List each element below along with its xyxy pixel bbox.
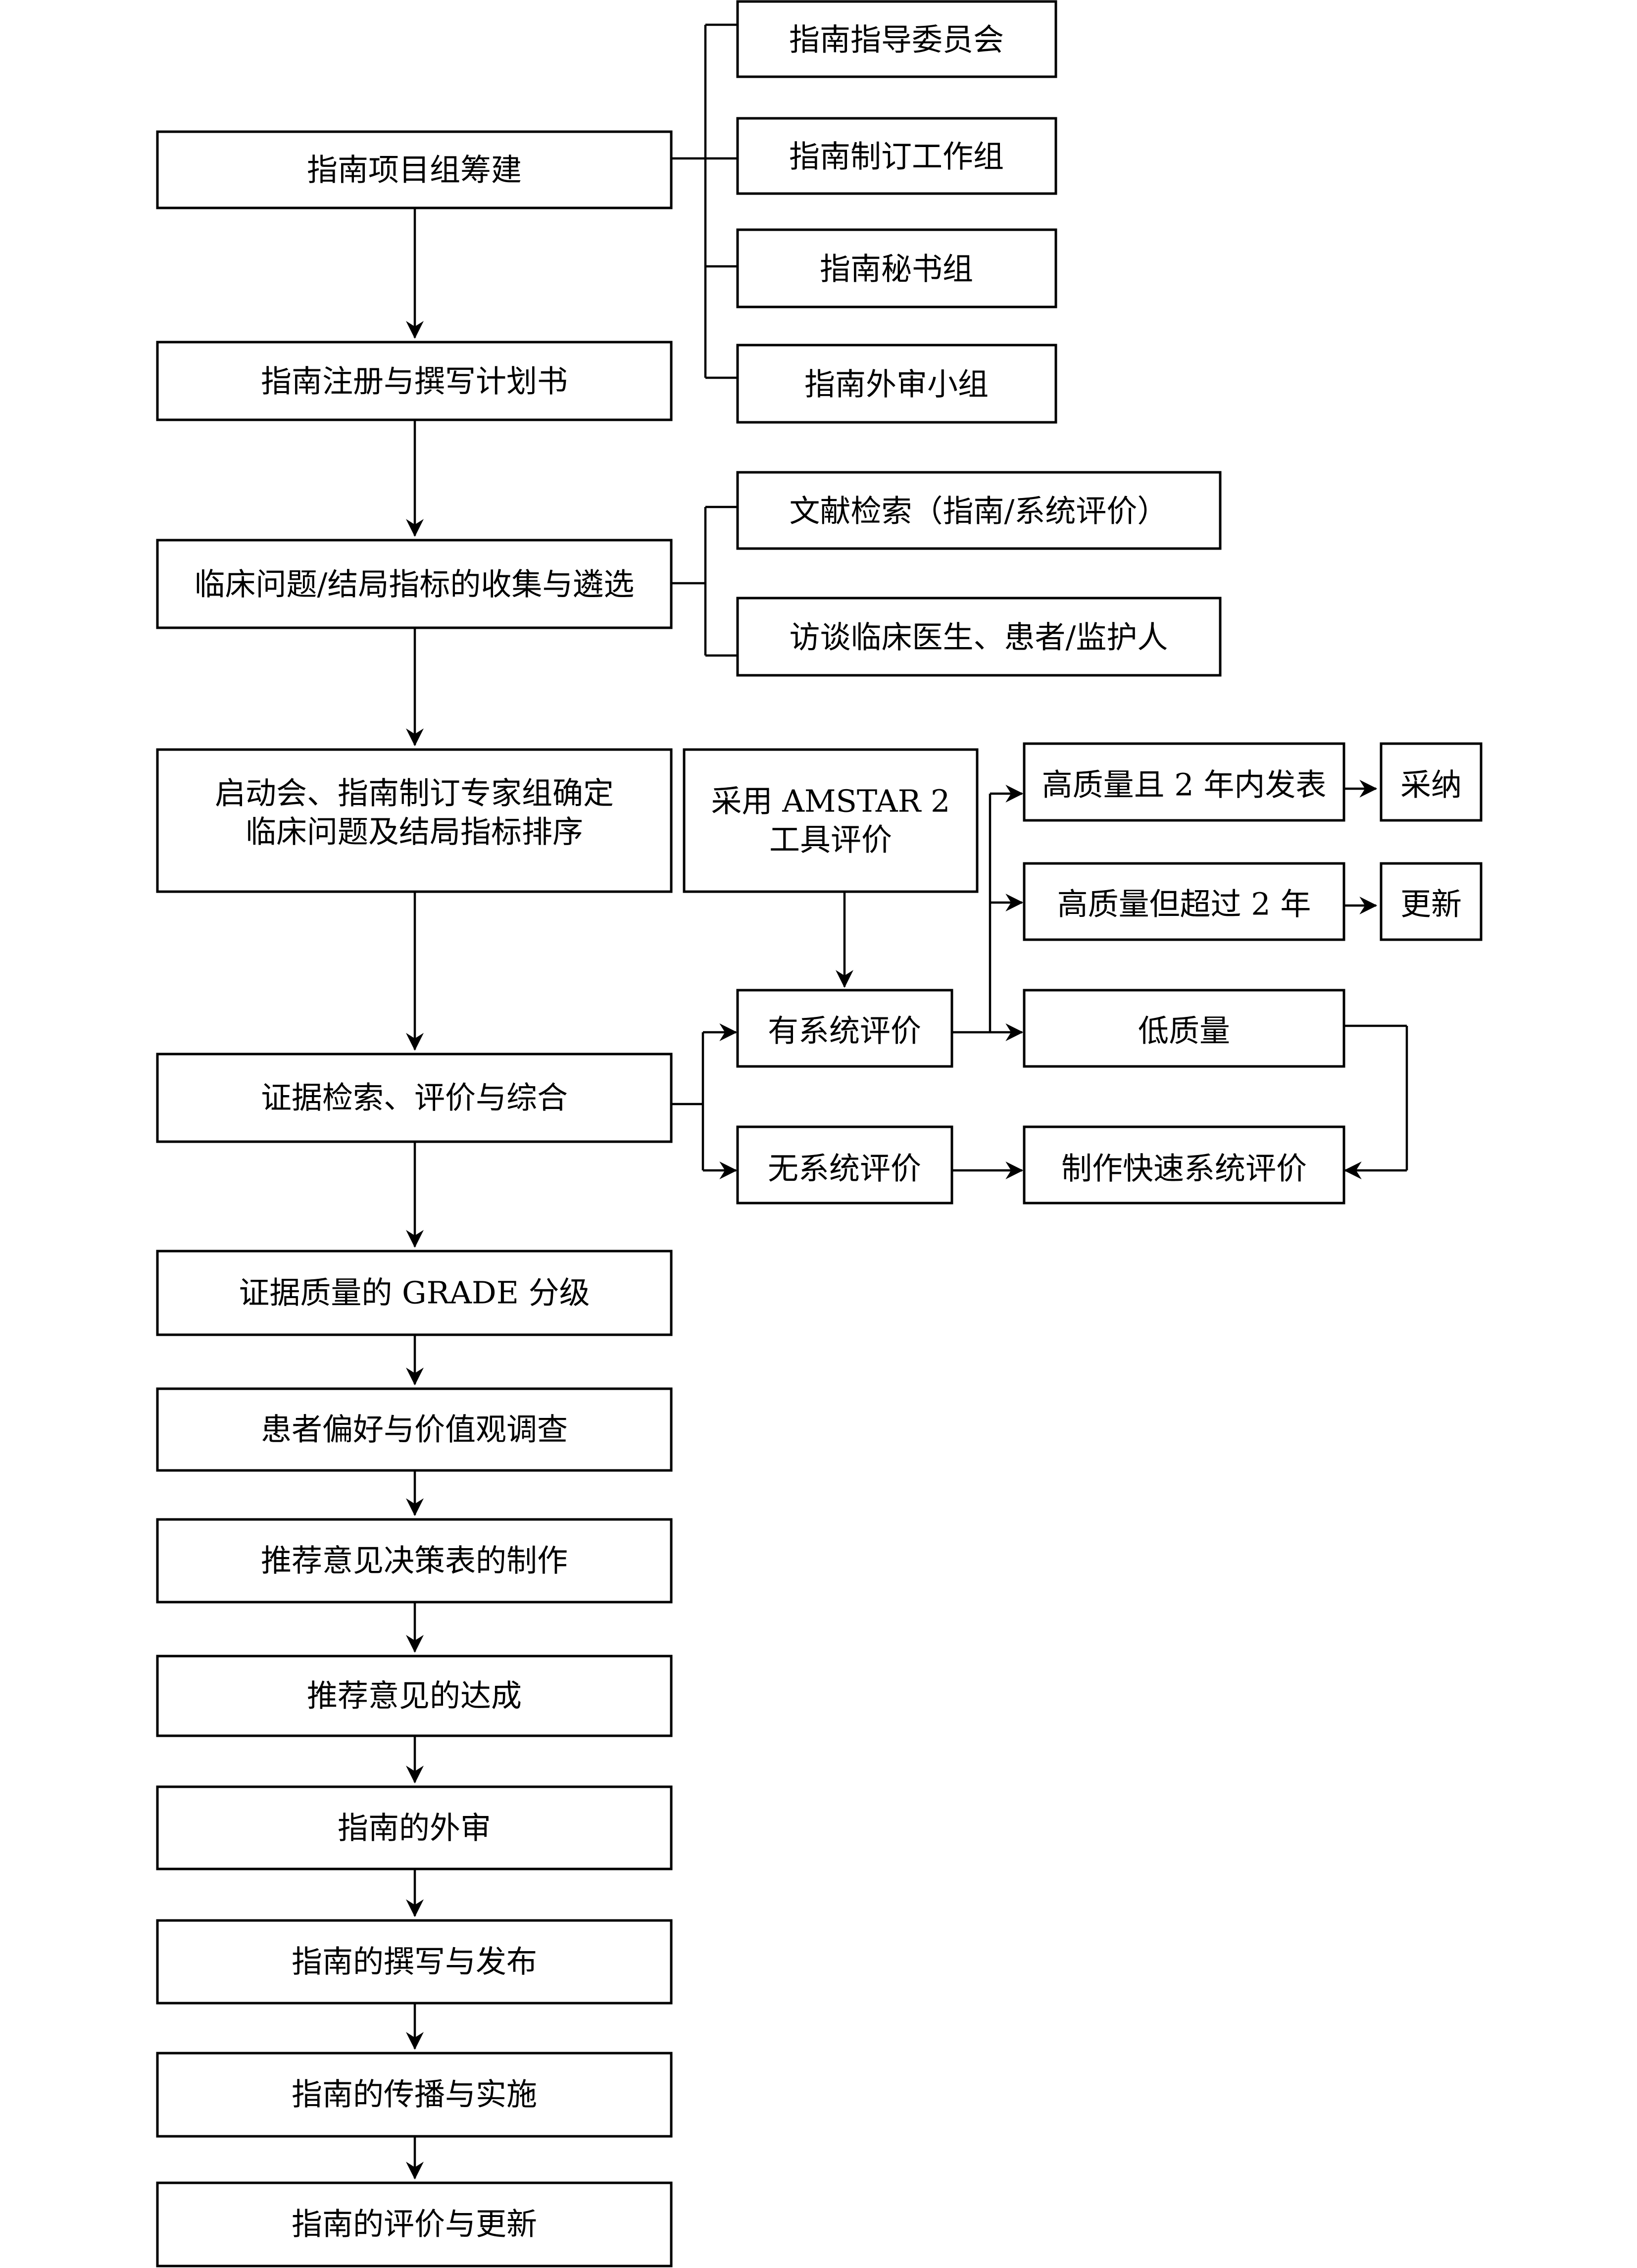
box-has-sr-label: 有系统评价	[768, 1013, 921, 1049]
box-high-recent: 高质量且 2 年内发表	[1023, 742, 1345, 822]
low-to-rapid-connector	[1343, 1024, 1408, 1179]
box-has-sr: 有系统评价	[736, 989, 953, 1068]
box-update: 更新	[1380, 862, 1483, 941]
source-literature: 文献检索（指南/系统评价）	[736, 471, 1222, 550]
evidence-split-bracket	[671, 1023, 738, 1179]
box-no-sr-label: 无系统评价	[768, 1151, 921, 1187]
step-evaluation: 指南的评价与更新	[156, 2181, 673, 2268]
member-external-label: 指南外审小组	[804, 366, 989, 403]
step-evidence-label: 证据检索、评价与综合	[261, 1080, 568, 1116]
step-form-group-label: 指南项目组筹建	[307, 152, 522, 188]
member-steering-label: 指南指导委员会	[789, 22, 1004, 58]
source-interview-label: 访谈临床医生、患者/监护人	[790, 619, 1168, 655]
box-high-old-label: 高质量但超过 2 年	[1057, 886, 1311, 922]
box-adopt-label: 采纳	[1400, 767, 1462, 803]
step-register-plan: 指南注册与撰写计划书	[156, 341, 673, 421]
box-rapid-sr-label: 制作快速系统评价	[1061, 1151, 1307, 1187]
step-kickoff: 启动会、指南制订专家组确定 临床问题及结局指标排序	[156, 748, 673, 893]
step-external-review-label: 指南的外审	[338, 1810, 491, 1846]
step-collect-questions: 临床问题/结局指标的收集与遴选	[156, 539, 673, 629]
member-steering: 指南指导委员会	[736, 0, 1057, 78]
box-amstar-label-line2: 工具评价	[769, 822, 892, 858]
box-no-sr: 无系统评价	[736, 1125, 953, 1205]
step-collect-questions-label: 临床问题/结局指标的收集与遴选	[195, 566, 635, 603]
box-low-label: 低质量	[1138, 1013, 1230, 1049]
box-high-recent-label: 高质量且 2 年内发表	[1042, 767, 1327, 803]
member-secretariat-label: 指南秘书组	[820, 251, 973, 287]
question-sources-bracket	[671, 505, 738, 657]
has-sr-branches	[952, 785, 1024, 1041]
box-amstar-label-line1: 采用 AMSTAR 2	[711, 783, 950, 819]
step-decision-table-label: 推荐意见决策表的制作	[261, 1543, 568, 1579]
box-update-label: 更新	[1400, 886, 1462, 922]
step-dissemination: 指南的传播与实施	[156, 2052, 673, 2138]
step-dissemination-label: 指南的传播与实施	[292, 2076, 537, 2113]
step-register-plan-label: 指南注册与撰写计划书	[261, 363, 568, 400]
step-kickoff-label-line2: 临床问题及结局指标排序	[246, 814, 583, 850]
step-evaluation-label: 指南的评价与更新	[292, 2206, 537, 2242]
step-writing: 指南的撰写与发布	[156, 1919, 673, 2005]
source-interview: 访谈临床医生、患者/监护人	[736, 597, 1222, 677]
box-high-old: 高质量但超过 2 年	[1023, 862, 1345, 941]
source-literature-label: 文献检索（指南/系统评价）	[790, 493, 1168, 529]
member-working: 指南制订工作组	[736, 117, 1057, 195]
step-grade-label: 证据质量的 GRADE 分级	[239, 1275, 590, 1311]
member-working-label: 指南制订工作组	[789, 139, 1004, 175]
step-grade: 证据质量的 GRADE 分级	[156, 1250, 673, 1336]
step-preference: 患者偏好与价值观调查	[156, 1387, 673, 1472]
member-secretariat: 指南秘书组	[736, 228, 1057, 308]
step-consensus-label: 推荐意见的达成	[307, 1678, 522, 1714]
box-low: 低质量	[1023, 989, 1345, 1068]
step-writing-label: 指南的撰写与发布	[292, 1944, 537, 1980]
step-form-group: 指南项目组筹建	[156, 130, 673, 209]
step-consensus: 推荐意见的达成	[156, 1655, 673, 1737]
step-decision-table: 推荐意见决策表的制作	[156, 1518, 673, 1604]
box-adopt: 采纳	[1380, 742, 1483, 822]
step-kickoff-label-line1: 启动会、指南制订专家组确定	[215, 775, 614, 811]
member-external: 指南外审小组	[736, 344, 1057, 424]
step-preference-label: 患者偏好与价值观调查	[261, 1411, 568, 1448]
box-amstar: 采用 AMSTAR 2 工具评价	[683, 748, 979, 893]
step-evidence: 证据检索、评价与综合	[156, 1053, 673, 1143]
box-rapid-sr: 制作快速系统评价	[1023, 1125, 1345, 1205]
group-members-bracket	[671, 23, 738, 379]
step-external-review: 指南的外审	[156, 1785, 673, 1870]
